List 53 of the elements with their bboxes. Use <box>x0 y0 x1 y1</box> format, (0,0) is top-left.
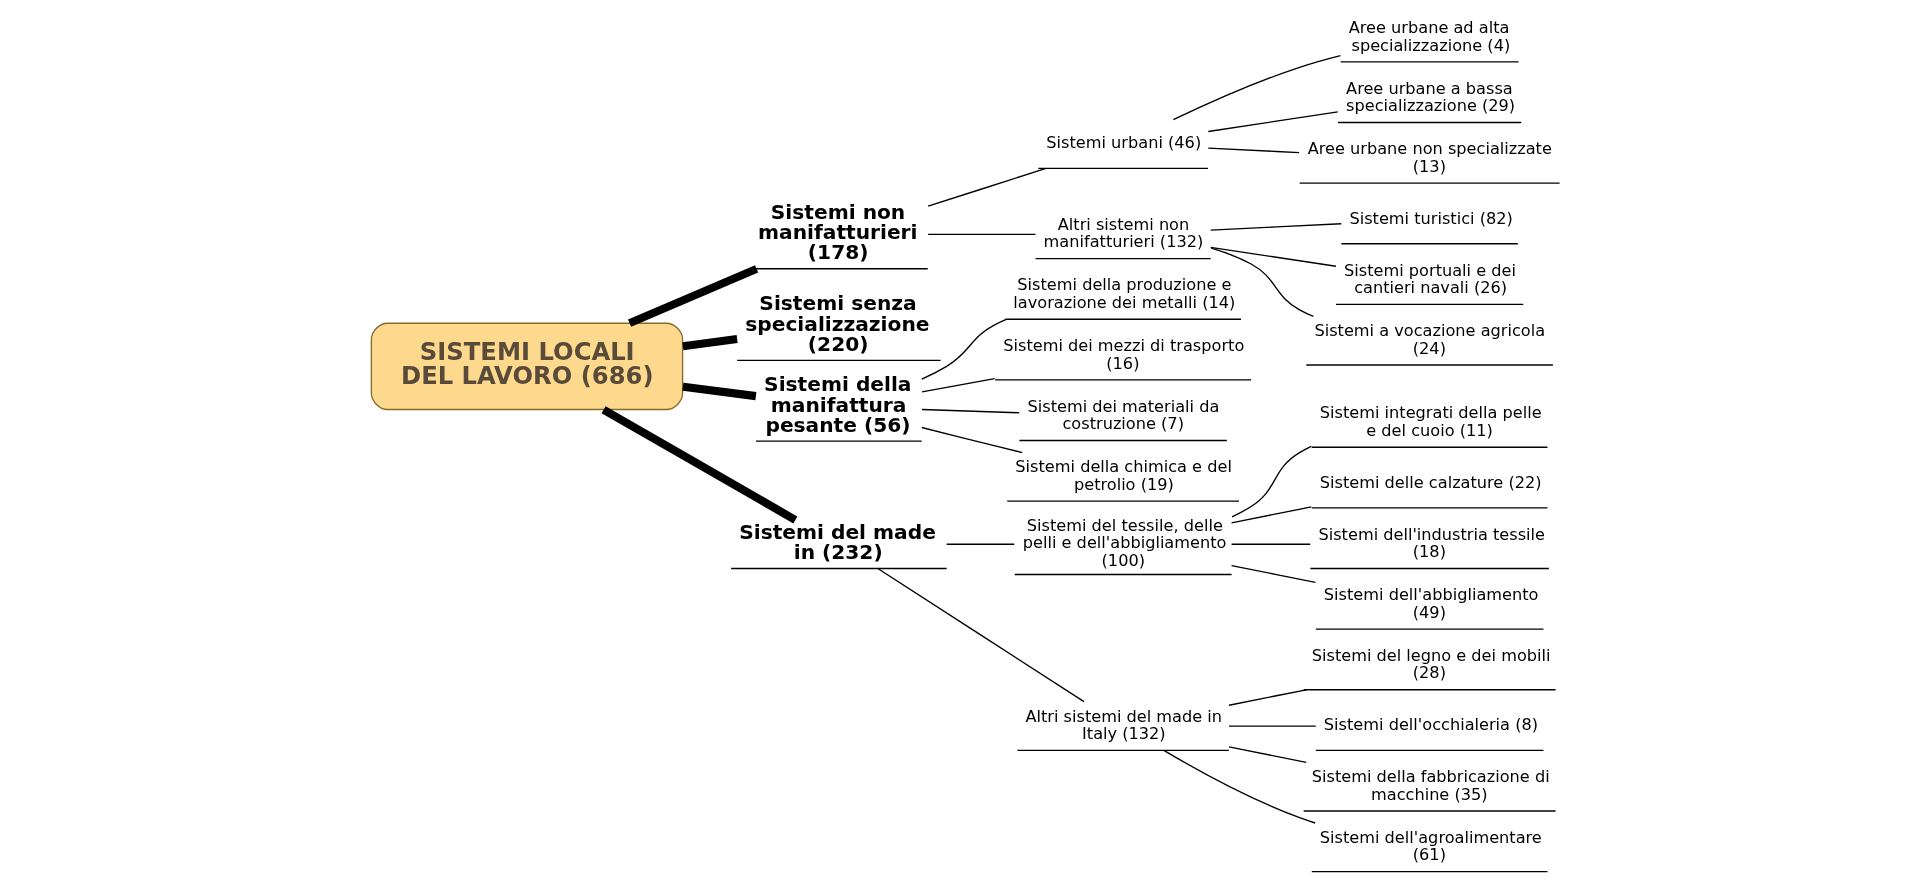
connector <box>1227 746 1307 764</box>
node-text: Sistemi dell'occhialeria (8) <box>1323 715 1538 735</box>
node-text: Aree urbane non specializzate (13) <box>1307 139 1552 176</box>
connector <box>1230 445 1312 518</box>
connector <box>926 167 1047 207</box>
connector <box>1230 506 1312 524</box>
connector <box>1207 111 1338 133</box>
node-text: Sistemi del made in (232) <box>738 519 936 565</box>
connector <box>1227 689 1307 706</box>
connector <box>877 568 1085 703</box>
node-text: Sistemi del tessile, delle pelli e dell'abbigliamento (100) <box>1022 515 1226 570</box>
connector <box>1230 564 1316 583</box>
node-text: Sistemi senza specializzazione (220) <box>744 291 929 356</box>
node-text: Sistemi dei materiali da costruzione (7) <box>1026 396 1219 434</box>
connector <box>627 265 758 327</box>
connector <box>926 233 1036 236</box>
node-text: Sistemi non manifatturieri (178) <box>757 199 918 265</box>
connector <box>1162 749 1316 824</box>
node-text: Altri sistemi non manifatturieri (132) <box>1043 214 1203 252</box>
node-text: Sistemi dell'agroalimentare (61) <box>1319 827 1542 865</box>
connector <box>681 382 756 401</box>
node-text: Sistemi integrati della pelle e del cuoio (11) <box>1319 403 1542 440</box>
node-text: Sistemi della produzione e lavorazione dei metalli (14) <box>1012 275 1235 312</box>
node-text: Sistemi della fabbricazione di macchine (35) <box>1311 767 1550 804</box>
node-text: Sistemi dell'abbigliamento (49) <box>1323 585 1538 622</box>
node-box: SISTEMI LOCALI DEL LAVORO (686) <box>370 322 683 411</box>
node-text: Sistemi dei mezzi di trasporto (16) <box>1002 336 1244 373</box>
connector <box>920 426 1023 454</box>
connector <box>1230 543 1311 545</box>
connector <box>601 406 797 524</box>
node-text: Sistemi della manifattura pesante (56) <box>763 372 911 437</box>
connector <box>920 378 995 393</box>
connector <box>1209 246 1337 267</box>
node-text: Sistemi portuali e dei cantieri navali (26) <box>1343 260 1516 298</box>
node-text: Sistemi a vocazione agricola (24) <box>1313 321 1545 358</box>
connector <box>920 408 1020 414</box>
node-text: Sistemi turistici (82) <box>1348 208 1513 228</box>
node-text: Sistemi della chimica e del petrolio (19) <box>1014 457 1232 494</box>
connector <box>1172 54 1341 121</box>
node-text: Aree urbane a bassa specializzazione (29) <box>1345 78 1515 116</box>
node-text: Sistemi urbani (46) <box>1045 133 1201 153</box>
connector <box>1227 725 1316 727</box>
node-text: Altri sistemi del made in Italy (132) <box>1024 706 1222 744</box>
connector <box>1207 147 1300 154</box>
node-text: Sistemi dell'industria tessile (18) <box>1317 524 1545 562</box>
connector <box>1210 247 1314 318</box>
connector <box>1209 223 1342 231</box>
node-text: Sistemi del legno e dei mobili (28) <box>1311 645 1551 683</box>
node-text: Aree urbane ad alta specializzazione (4) <box>1348 18 1510 55</box>
connector <box>945 543 1015 545</box>
connector <box>920 318 1007 380</box>
node-text: Sistemi delle calzature (22) <box>1319 472 1542 492</box>
connector <box>681 335 738 351</box>
